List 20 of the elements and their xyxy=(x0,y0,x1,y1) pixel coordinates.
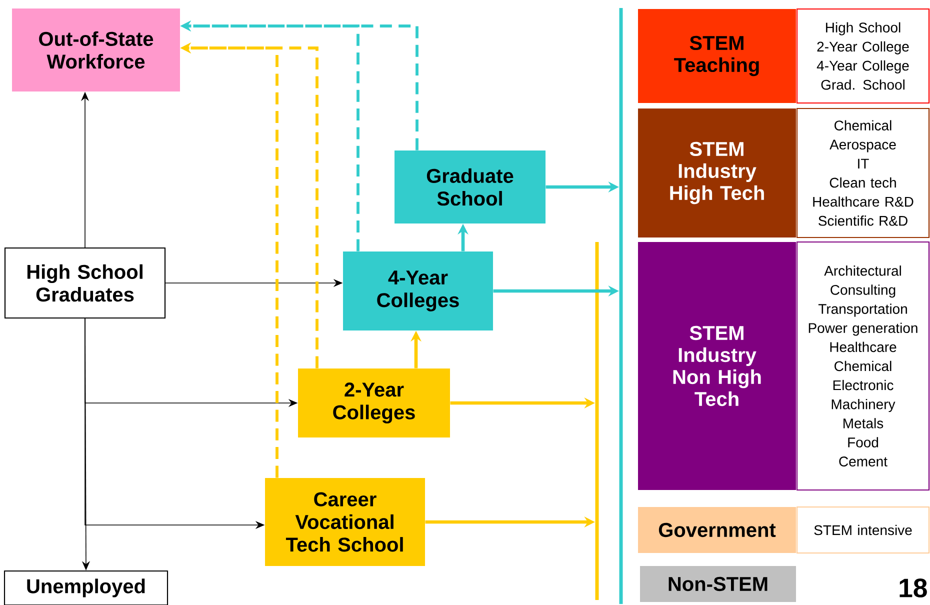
school-box: 2-Year Colleges xyxy=(298,368,450,438)
sector-box: STEM Teaching xyxy=(638,9,796,103)
list-box: STEM intensive xyxy=(796,506,930,554)
start-box: High School Graduates xyxy=(4,247,166,319)
list-box: Architectural Consulting Transportation Power generation Healthcare Chemical Electronic Machinery Metals Food Cement xyxy=(796,241,930,491)
sector-box: Government xyxy=(638,507,796,553)
node-label: STEM Industry High Tech xyxy=(670,142,764,204)
sector-box: STEM Industry Non High Tech xyxy=(638,242,796,490)
school-box: Graduate School xyxy=(394,150,546,224)
destination-box: Out-of-State Workforce xyxy=(12,8,180,92)
node-label: STEM Industry Non High Tech xyxy=(673,326,761,406)
list-box: High School 2-Year College 4-Year College Grad. School xyxy=(796,8,930,104)
school-box: Career Vocational Tech School xyxy=(265,478,425,566)
sector-box: Non-STEM xyxy=(640,566,796,602)
sector-box: STEM Industry High Tech xyxy=(638,108,796,238)
destination-box: Unemployed xyxy=(4,570,168,605)
list-box: Chemical Aerospace IT Clean tech Healthcare R&D Scientific R&D xyxy=(796,108,930,238)
page-number: 18 xyxy=(900,578,927,598)
node-label: Government xyxy=(658,522,776,538)
school-box: 4-Year Colleges xyxy=(343,252,493,330)
